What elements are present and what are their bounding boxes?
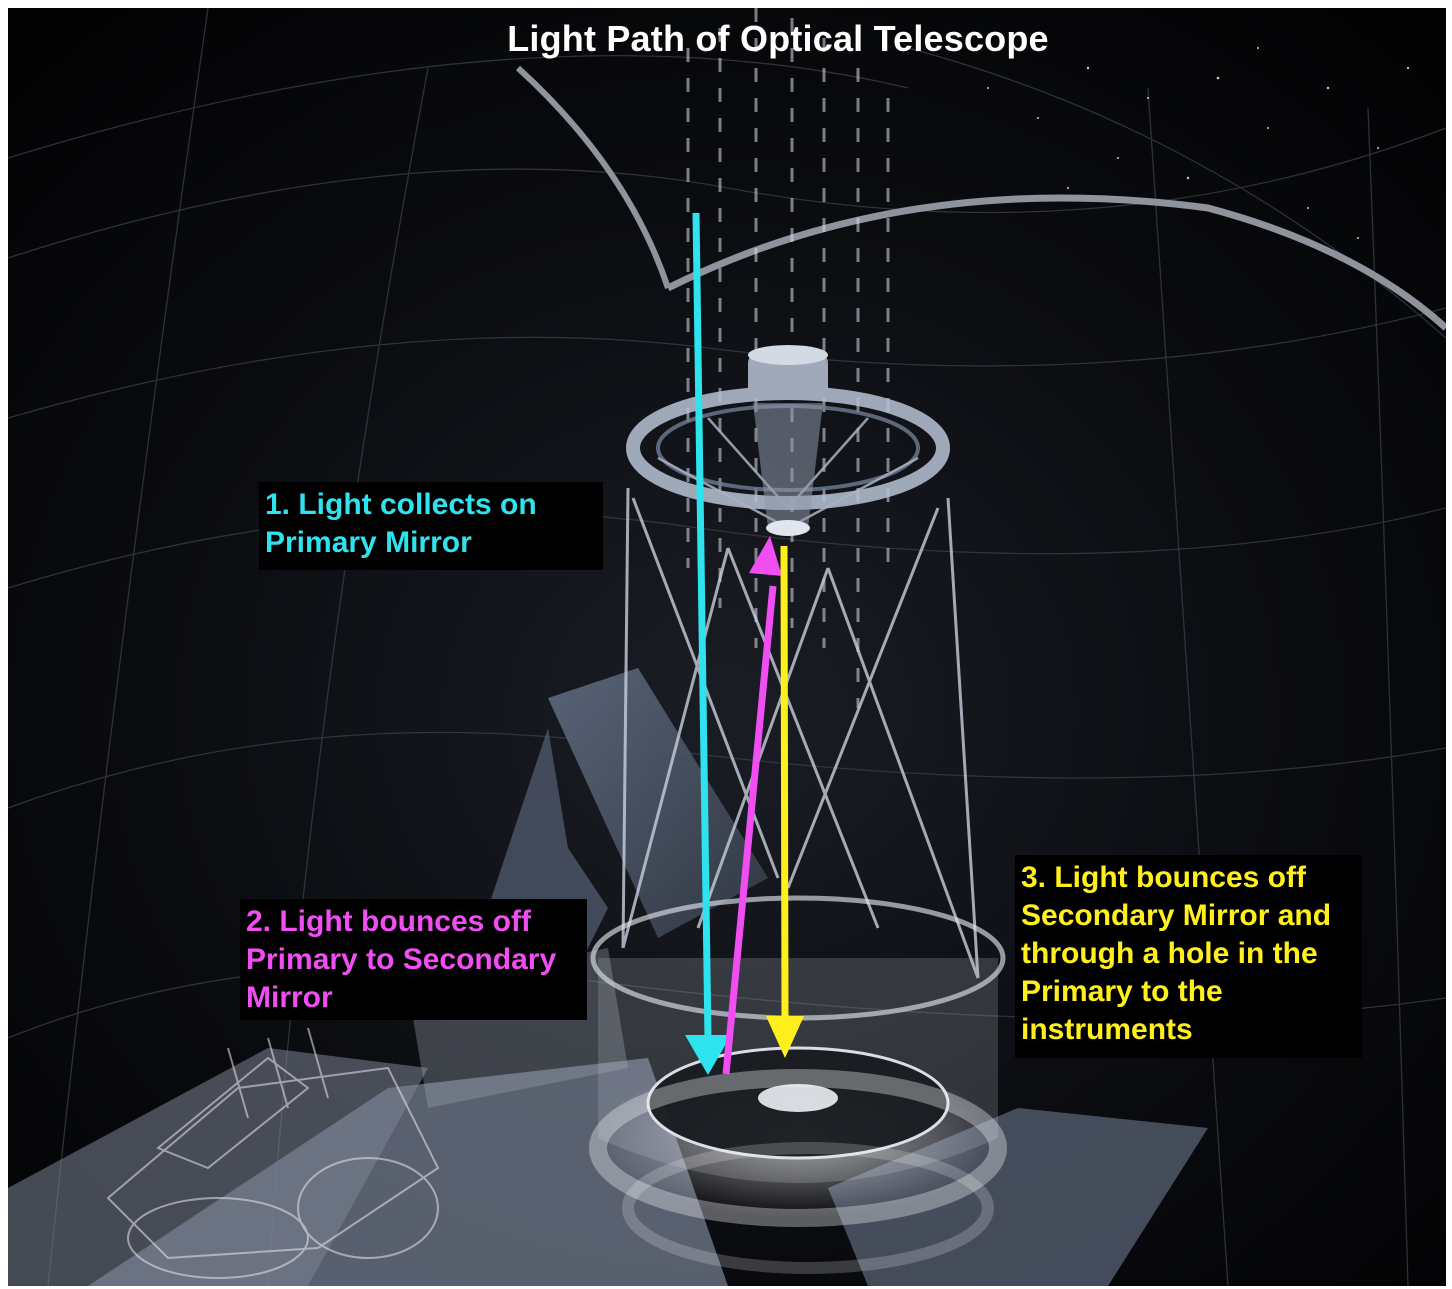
step-2-label: 2. Light bounces off Primary to Secondar… — [240, 899, 587, 1020]
telescope-scene: Light Path of Optical Telescope 1. Light… — [8, 8, 1446, 1286]
arrow-step-3 — [784, 546, 785, 1018]
step-1-line-2: Primary Mirror — [265, 524, 597, 562]
step-1-line-1: 1. Light collects on — [265, 486, 597, 524]
step-3-line-5: instruments — [1021, 1011, 1356, 1049]
step-2-line-3: Mirror — [246, 979, 581, 1017]
diagram-title: Light Path of Optical Telescope — [8, 18, 1446, 60]
step-1-label: 1. Light collects on Primary Mirror — [259, 482, 603, 570]
step-3-line-2: Secondary Mirror and — [1021, 897, 1356, 935]
step-2-line-1: 2. Light bounces off — [246, 903, 581, 941]
step-3-label: 3. Light bounces off Secondary Mirror an… — [1015, 855, 1362, 1058]
step-2-line-2: Primary to Secondary — [246, 941, 581, 979]
step-3-line-4: Primary to the — [1021, 973, 1356, 1011]
step-3-line-1: 3. Light bounces off — [1021, 859, 1356, 897]
telescope-illustration — [8, 8, 1446, 1286]
step-3-line-3: through a hole in the — [1021, 935, 1356, 973]
